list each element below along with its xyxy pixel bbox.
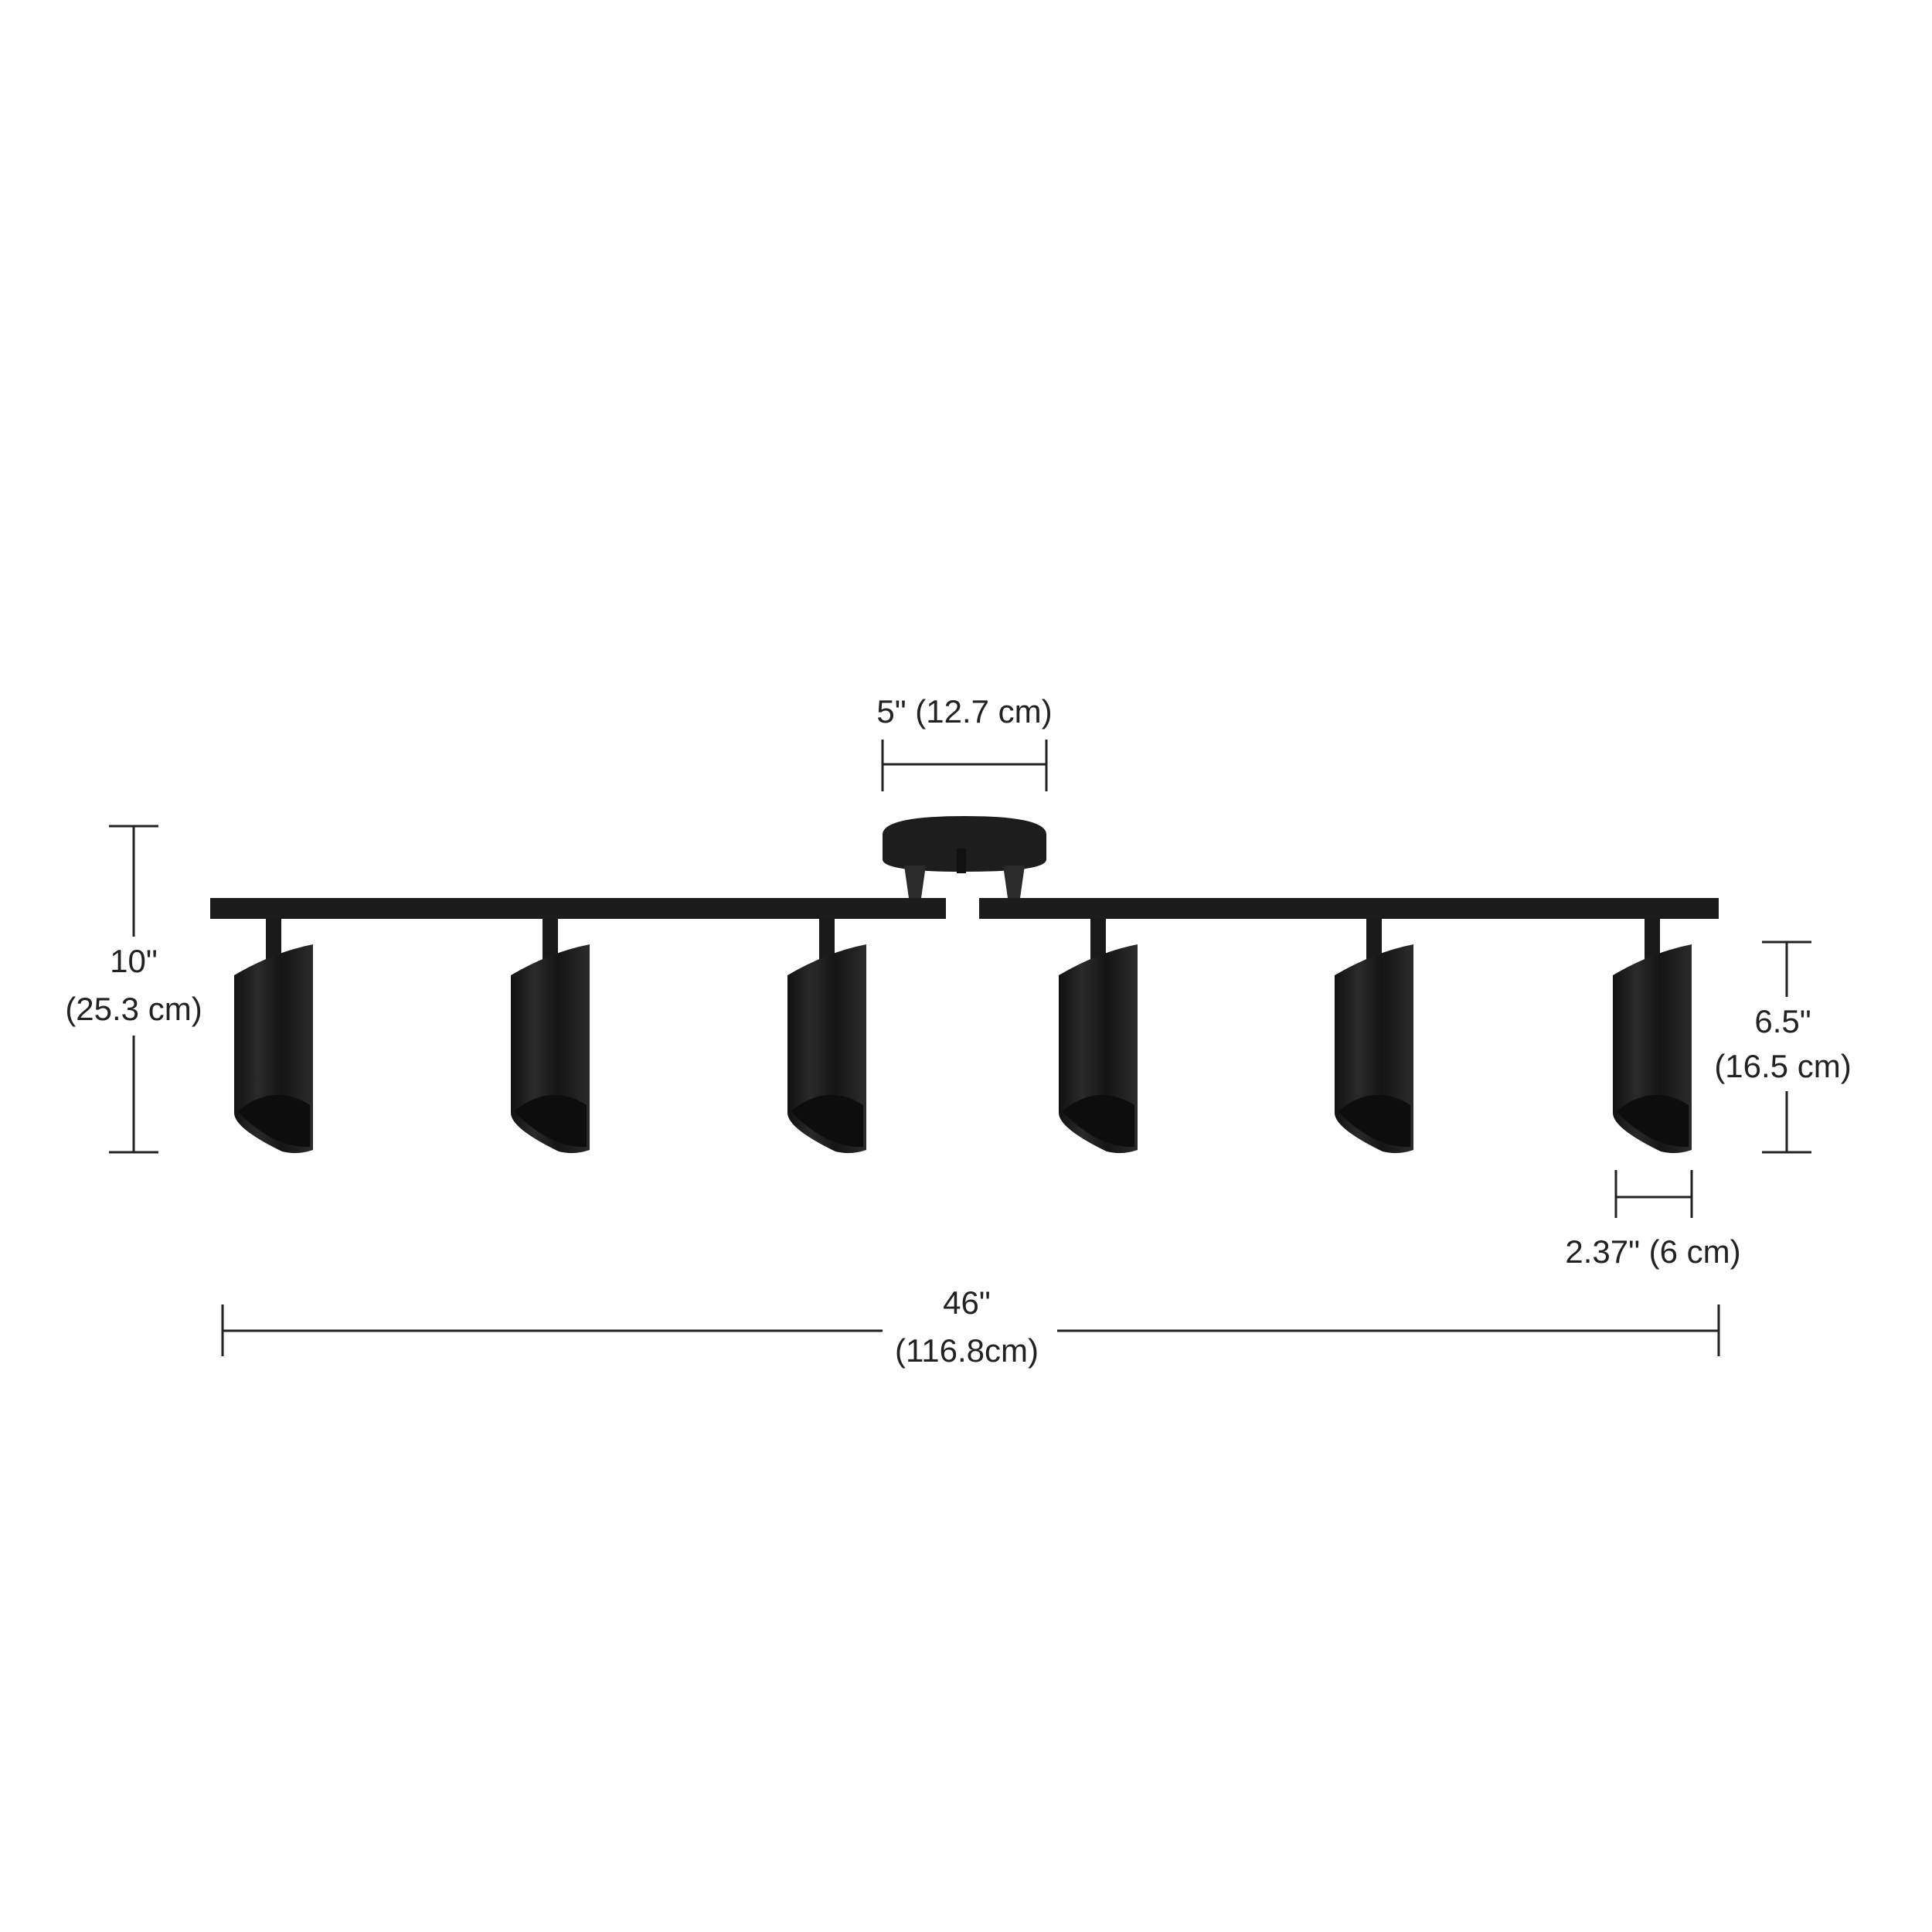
- total-length-metric: (116.8cm): [895, 1332, 1039, 1369]
- spotlight-opening: [1062, 1094, 1134, 1148]
- shade-height-dimension: 6.5" (16.5 cm): [1714, 940, 1852, 1154]
- spotlight-opening: [514, 1094, 587, 1148]
- spotlight-opening: [1616, 1094, 1689, 1148]
- total-height-dimension: 10" (25.3 cm): [65, 825, 202, 1154]
- shade-width-label: 2.37" (6 cm): [1565, 1233, 1740, 1270]
- right-track-bar: [979, 898, 1719, 919]
- spotlight-opening: [791, 1094, 863, 1148]
- canopy-width-dimension: 5" (12.7 cm): [876, 693, 1053, 791]
- spotlight: [787, 919, 866, 1154]
- total-height-imperial: 10": [110, 943, 158, 979]
- shade-height-imperial: 6.5": [1754, 1003, 1811, 1039]
- spotlight: [1335, 919, 1413, 1154]
- spotlight: [1613, 919, 1692, 1154]
- spotlight: [511, 919, 590, 1154]
- total-height-metric: (25.3 cm): [65, 991, 202, 1027]
- total-length-imperial: 46": [943, 1284, 991, 1321]
- total-length-dimension: 46" (116.8cm): [221, 1284, 1720, 1369]
- shade-height-metric: (16.5 cm): [1714, 1048, 1851, 1084]
- canopy-width-label: 5" (12.7 cm): [876, 693, 1052, 730]
- shade-width-dimension: 2.37" (6 cm): [1565, 1170, 1741, 1270]
- spotlight: [234, 919, 313, 1154]
- spotlights: [234, 919, 1692, 1154]
- left-track-bar: [210, 898, 946, 919]
- ceiling-canopy: [883, 816, 1046, 898]
- spotlight-opening: [1338, 1094, 1410, 1148]
- spotlight-opening: [237, 1094, 310, 1148]
- spotlight: [1059, 919, 1138, 1154]
